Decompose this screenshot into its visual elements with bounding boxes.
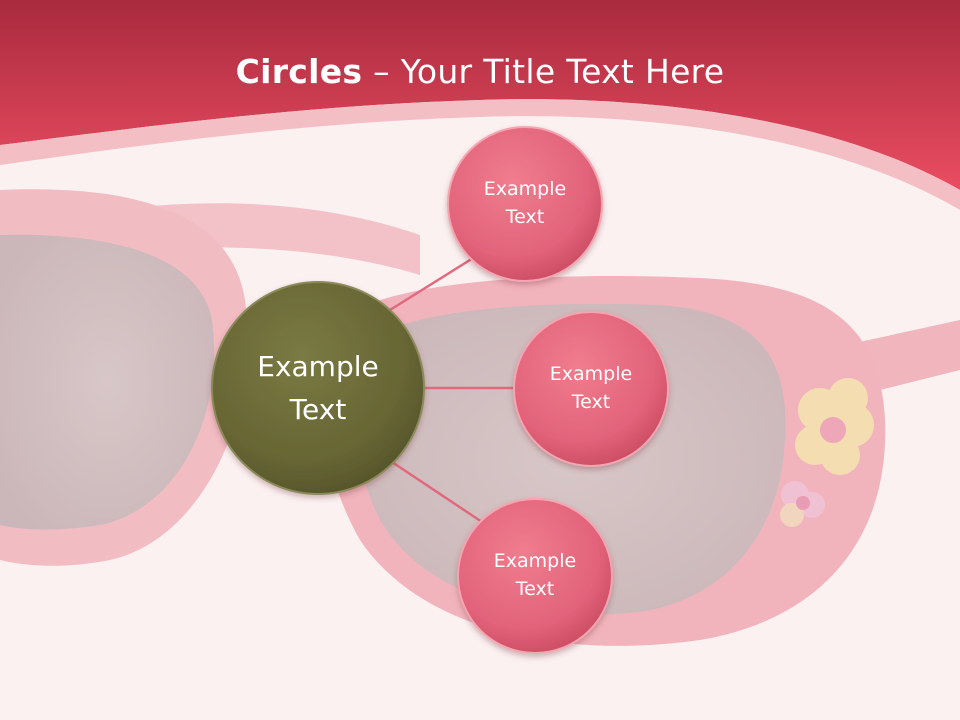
circle-nodes: [211, 126, 669, 654]
header-wave-accent: [0, 99, 960, 210]
center-circle[interactable]: [211, 281, 425, 495]
top-circle[interactable]: [447, 126, 603, 282]
header-band: [0, 0, 960, 190]
connector-bottom: [391, 460, 483, 524]
middle-circle-label: Example Text: [549, 363, 633, 413]
bottom-circle-label: Example Text: [493, 550, 577, 600]
title-rest: – Your Title Text Here: [362, 52, 725, 91]
left-lens: [0, 234, 215, 530]
flower-decoration: [780, 378, 874, 527]
top-circle-label: Example Text: [483, 178, 567, 228]
center-circle-label: Example Text: [257, 349, 379, 426]
connector-top: [389, 253, 479, 312]
title-bold: Circles: [235, 52, 363, 91]
bottom-circle[interactable]: [457, 498, 613, 654]
slide-title: Circles – Your Title Text Here: [0, 52, 960, 91]
connectors: [389, 253, 516, 524]
middle-circle[interactable]: [513, 311, 669, 467]
